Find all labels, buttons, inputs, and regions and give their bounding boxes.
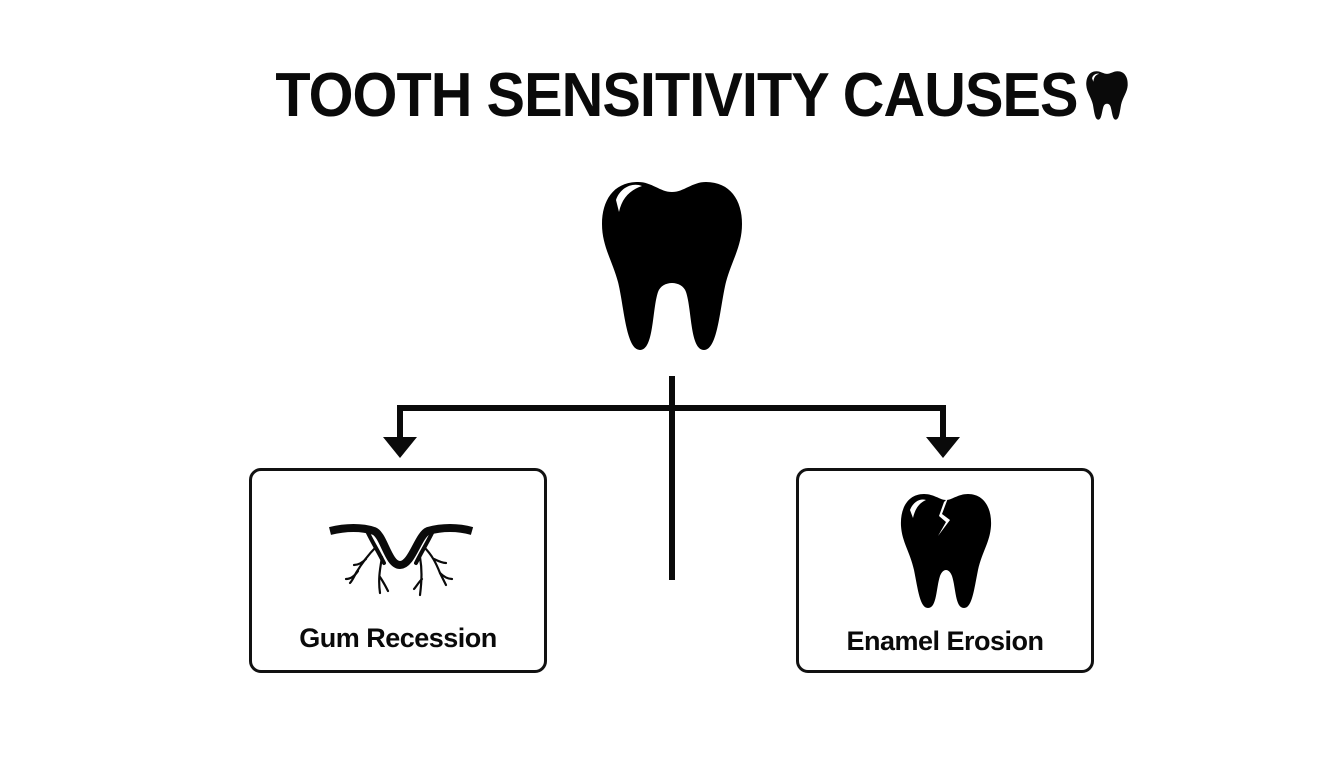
tooth-icon bbox=[1086, 71, 1128, 120]
left-arrowhead bbox=[383, 437, 417, 458]
receding-gum-icon bbox=[329, 524, 474, 597]
enamel-erosion-label: Enamel Erosion bbox=[846, 626, 1044, 656]
title-row: TOOTH SENSITIVITY CAUSES bbox=[0, 58, 1344, 134]
enamel-erosion-box: Enamel Erosion bbox=[796, 468, 1094, 673]
right-arrowhead bbox=[926, 437, 960, 458]
gum-recession-box: Gum Recession bbox=[249, 468, 547, 673]
diagram-title: TOOTH SENSITIVITY CAUSES bbox=[275, 61, 1078, 130]
main-tooth-icon bbox=[602, 182, 742, 350]
gum-recession-label: Gum Recession bbox=[299, 623, 497, 653]
cracked-tooth-icon bbox=[900, 494, 992, 608]
